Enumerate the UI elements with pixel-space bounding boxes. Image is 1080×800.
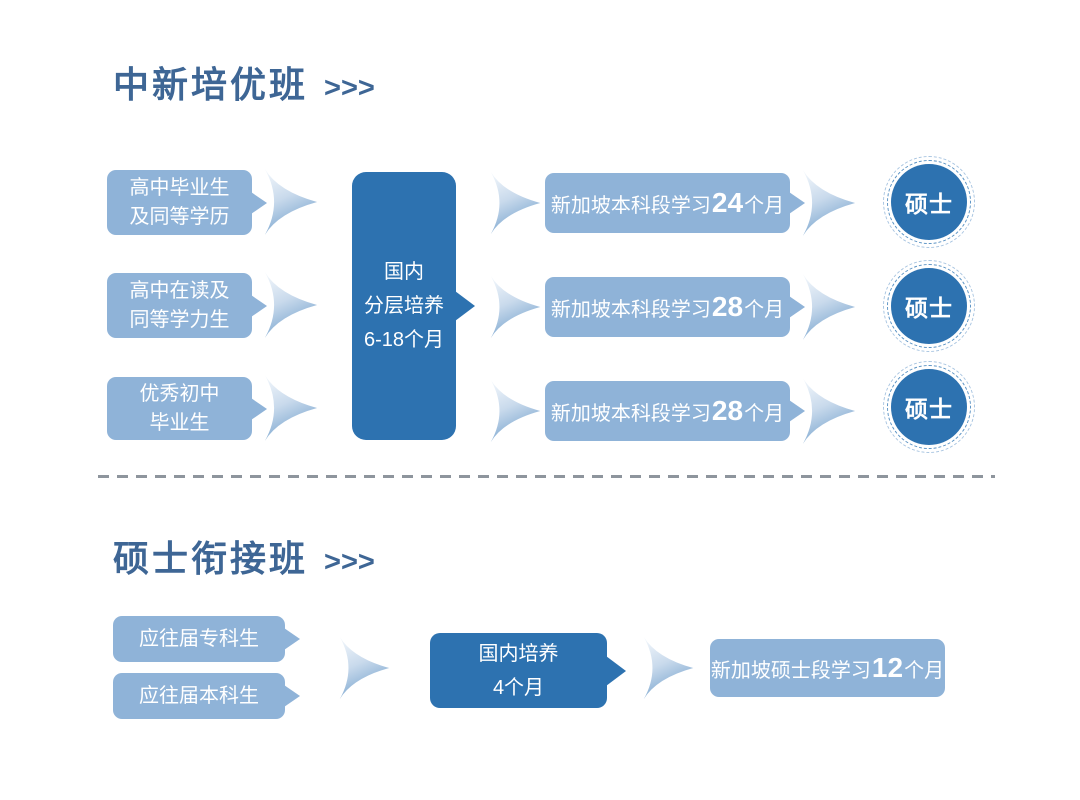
flow-arrow-icon (802, 378, 856, 444)
study-bubble: 新加坡本科段学习28个月 (545, 381, 805, 441)
flow-arrow-icon (802, 170, 856, 236)
study-months: 28 (711, 290, 744, 322)
section-divider (98, 475, 995, 478)
badge-inner-ring: 硕士 (887, 365, 971, 449)
study-bubble: 新加坡本科段学习28个月 (545, 277, 805, 337)
study-months: 24 (711, 186, 744, 218)
study-months: 12 (871, 651, 904, 683)
flow-arrow-icon (264, 375, 318, 441)
badge-disc: 硕士 (891, 369, 967, 445)
bubble-pointer (606, 655, 626, 686)
badge-disc: 硕士 (891, 268, 967, 344)
master-badge: 硕士 (883, 156, 975, 248)
badge-outer-ring: 硕士 (883, 156, 975, 248)
bubble-pointer (455, 291, 475, 321)
source-bubble: 优秀初中 毕业生 (107, 377, 267, 440)
badge-label: 硕士 (905, 396, 953, 422)
study-suffix: 个月 (744, 402, 785, 425)
section2-title: 硕士衔接班 >>> (113, 530, 375, 582)
study-label: 新加坡本科段学习28个月 (551, 287, 784, 328)
source-line: 及同等学历 (129, 205, 230, 228)
master-badge: 硕士 (883, 361, 975, 453)
flow-arrow-icon (643, 636, 694, 700)
source-bubble: 应往届本科生 (113, 673, 300, 719)
flow-arrow-icon (490, 379, 541, 443)
hub-line: 国内 (384, 261, 424, 283)
study-prefix: 新加坡硕士段学习 (710, 659, 871, 682)
study-label: 新加坡硕士段学习12个月 (711, 648, 944, 689)
bubble-pointer (251, 191, 267, 214)
badge-label: 硕士 (905, 191, 953, 217)
study-label: 新加坡本科段学习24个月 (551, 183, 784, 224)
flow-arrow-icon (264, 272, 318, 338)
flow-arrow-icon (490, 275, 541, 339)
flow-arrow-icon (490, 171, 541, 235)
section1-title: 中新培优班 >>> (113, 56, 375, 108)
flow-arrow-icon (339, 636, 390, 700)
hub-line: 6-18个月 (363, 329, 445, 351)
bubble-pointer (789, 400, 805, 422)
bubble-pointer (789, 296, 805, 318)
source-bubble: 高中毕业生 及同等学历 (107, 170, 267, 235)
section2-title-text: 硕士衔接班 (113, 538, 309, 579)
bubble-pointer (284, 628, 300, 650)
hub-line: 国内培养 (478, 642, 559, 665)
flow-arrow-icon (264, 169, 318, 235)
study-bubble: 新加坡硕士段学习12个月 (710, 639, 945, 697)
master-badge: 硕士 (883, 260, 975, 352)
badge-inner-ring: 硕士 (887, 264, 971, 348)
domestic-training-box: 国内 分层培养 6-18个月 (352, 172, 475, 440)
badge-inner-ring: 硕士 (887, 160, 971, 244)
source-line: 高中毕业生 (129, 176, 230, 199)
domestic-training-box: 国内培养 4个月 (430, 633, 626, 708)
source-line: 优秀初中 (139, 382, 220, 405)
section1-title-text: 中新培优班 (113, 64, 309, 105)
study-suffix: 个月 (904, 659, 945, 682)
badge-disc: 硕士 (891, 164, 967, 240)
source-line: 应往届本科生 (139, 684, 259, 707)
study-months: 28 (711, 394, 744, 426)
bubble-pointer (789, 192, 805, 214)
study-prefix: 新加坡本科段学习 (550, 298, 711, 321)
source-bubble: 应往届专科生 (113, 616, 300, 662)
badge-outer-ring: 硕士 (883, 361, 975, 453)
source-line: 毕业生 (149, 411, 210, 434)
study-prefix: 新加坡本科段学习 (550, 402, 711, 425)
bubble-pointer (251, 397, 267, 420)
source-line: 应往届专科生 (139, 627, 259, 650)
study-suffix: 个月 (744, 194, 785, 217)
source-line: 高中在读及 (129, 279, 230, 302)
study-prefix: 新加坡本科段学习 (550, 194, 711, 217)
chevrons-icon: >>> (324, 72, 375, 104)
study-bubble: 新加坡本科段学习24个月 (545, 173, 805, 233)
study-label: 新加坡本科段学习28个月 (551, 391, 784, 432)
badge-label: 硕士 (905, 295, 953, 321)
source-line: 同等学力生 (129, 308, 230, 331)
badge-outer-ring: 硕士 (883, 260, 975, 352)
hub-line: 分层培养 (364, 295, 444, 317)
bubble-pointer (251, 294, 267, 317)
hub-line: 4个月 (492, 676, 545, 699)
chevrons-icon: >>> (324, 546, 375, 578)
study-suffix: 个月 (744, 298, 785, 321)
source-bubble: 高中在读及 同等学力生 (107, 273, 267, 338)
bubble-pointer (284, 685, 300, 707)
flow-arrow-icon (802, 274, 856, 340)
